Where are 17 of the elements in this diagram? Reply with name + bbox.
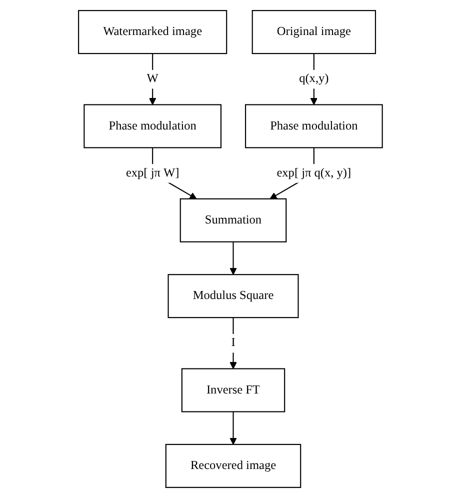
edge-label: W bbox=[146, 72, 158, 85]
node-box: Phase modulation bbox=[245, 104, 383, 148]
edge-label: I bbox=[231, 336, 236, 349]
node-box: Modulus Square bbox=[168, 274, 299, 318]
edge-label: exp[ jπ W] bbox=[126, 166, 180, 180]
node-box: Inverse FT bbox=[181, 368, 286, 412]
edge-label: exp[ jπ q(x, y)] bbox=[276, 166, 352, 180]
node-box: Recovered image bbox=[165, 443, 302, 488]
arrow bbox=[230, 241, 237, 274]
node-box: Phase modulation bbox=[84, 104, 222, 148]
node-box: Watermarked image bbox=[78, 10, 228, 54]
node-box: Summation bbox=[180, 198, 287, 242]
node-box: Original image bbox=[252, 10, 376, 54]
arrow bbox=[230, 317, 237, 369]
arrow bbox=[230, 411, 237, 444]
edge-label: q(x,y) bbox=[299, 72, 329, 85]
arrow bbox=[149, 53, 156, 105]
